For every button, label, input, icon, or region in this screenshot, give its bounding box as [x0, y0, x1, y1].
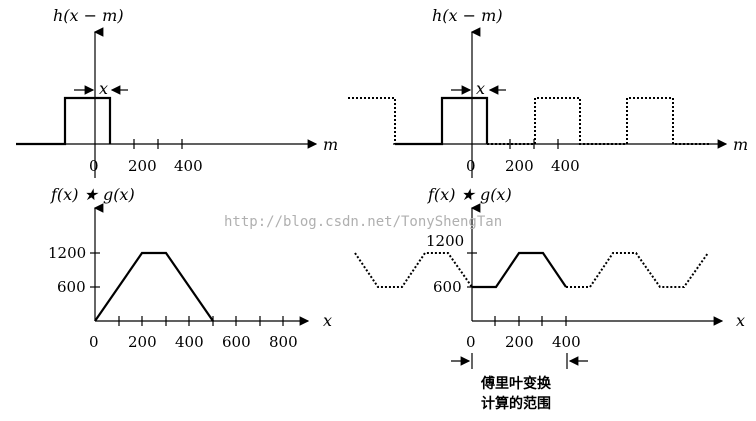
bottom-right-periodic-left: [354, 252, 473, 288]
fft-range-caption-line1: 傅里叶变换: [480, 375, 552, 392]
top-left-pulse: [16, 96, 112, 146]
bottom-right-trapezoid: [472, 251, 567, 289]
top-right-xlabel: m: [733, 135, 748, 154]
fft-range-caption-line2: 计算的范围: [481, 395, 551, 412]
top-right-tick-label-400: 400: [551, 157, 580, 175]
top-right-periodic-right: [487, 97, 710, 145]
bottom-right-panel: f(x) ★ g(x) x 1200 600 0 200 400 傅里叶变换 计…: [354, 185, 745, 412]
top-left-tick-label-0: 0: [89, 157, 99, 175]
bottom-right-xlabel: x: [736, 311, 745, 330]
bottom-right-ylabel: f(x) ★ g(x): [427, 185, 512, 204]
top-right-panel: h(x − m) m 0 200 400 x: [348, 6, 748, 178]
bottom-right-xtick-label-200: 200: [505, 333, 534, 351]
top-right-tick-label-0: 0: [466, 157, 476, 175]
bottom-left-xtick-label-0: 0: [89, 333, 99, 351]
bottom-left-xtick-label-200: 200: [128, 333, 157, 351]
bottom-left-xticks: [118, 316, 284, 326]
bottom-right-xticks: [494, 316, 567, 326]
top-left-xlabel: m: [323, 135, 338, 154]
bottom-left-xtick-label-600: 600: [222, 333, 251, 351]
top-right-tick-label-200: 200: [505, 157, 534, 175]
bottom-left-ylabel: f(x) ★ g(x): [50, 185, 135, 204]
top-left-ylabel: h(x − m): [53, 6, 124, 25]
bottom-right-xtick-label-0: 0: [466, 333, 476, 351]
top-left-tick-label-200: 200: [128, 157, 157, 175]
bottom-left-ytick-label-1200: 1200: [48, 244, 86, 262]
bottom-right-xtick-label-400: 400: [552, 333, 581, 351]
top-right-pulse: [395, 96, 489, 146]
watermark-text: http://blog.csdn.net/TonyShengTan: [224, 214, 502, 230]
bottom-left-trapezoid: [94, 251, 214, 322]
top-right-width-label: x: [476, 79, 485, 98]
bottom-right-periodic-right: [566, 252, 709, 288]
bottom-left-ytick-label-600: 600: [57, 278, 86, 296]
bottom-left-xtick-label-800: 800: [269, 333, 298, 351]
top-right-periodic-left: [348, 97, 396, 144]
bottom-right-ytick-label-600: 600: [433, 278, 462, 296]
bottom-left-xtick-label-400: 400: [175, 333, 204, 351]
top-left-tick-label-400: 400: [174, 157, 203, 175]
top-left-width-label: x: [99, 79, 108, 98]
bottom-left-xlabel: x: [323, 311, 332, 330]
top-left-panel: h(x − m) m 0 200 400 x: [16, 6, 338, 178]
top-right-ylabel: h(x − m): [432, 6, 503, 25]
bottom-left-panel: f(x) ★ g(x) x 1200 600 0 200 400 600 800: [48, 185, 332, 351]
bottom-right-ytick-label-1200: 1200: [426, 232, 464, 250]
